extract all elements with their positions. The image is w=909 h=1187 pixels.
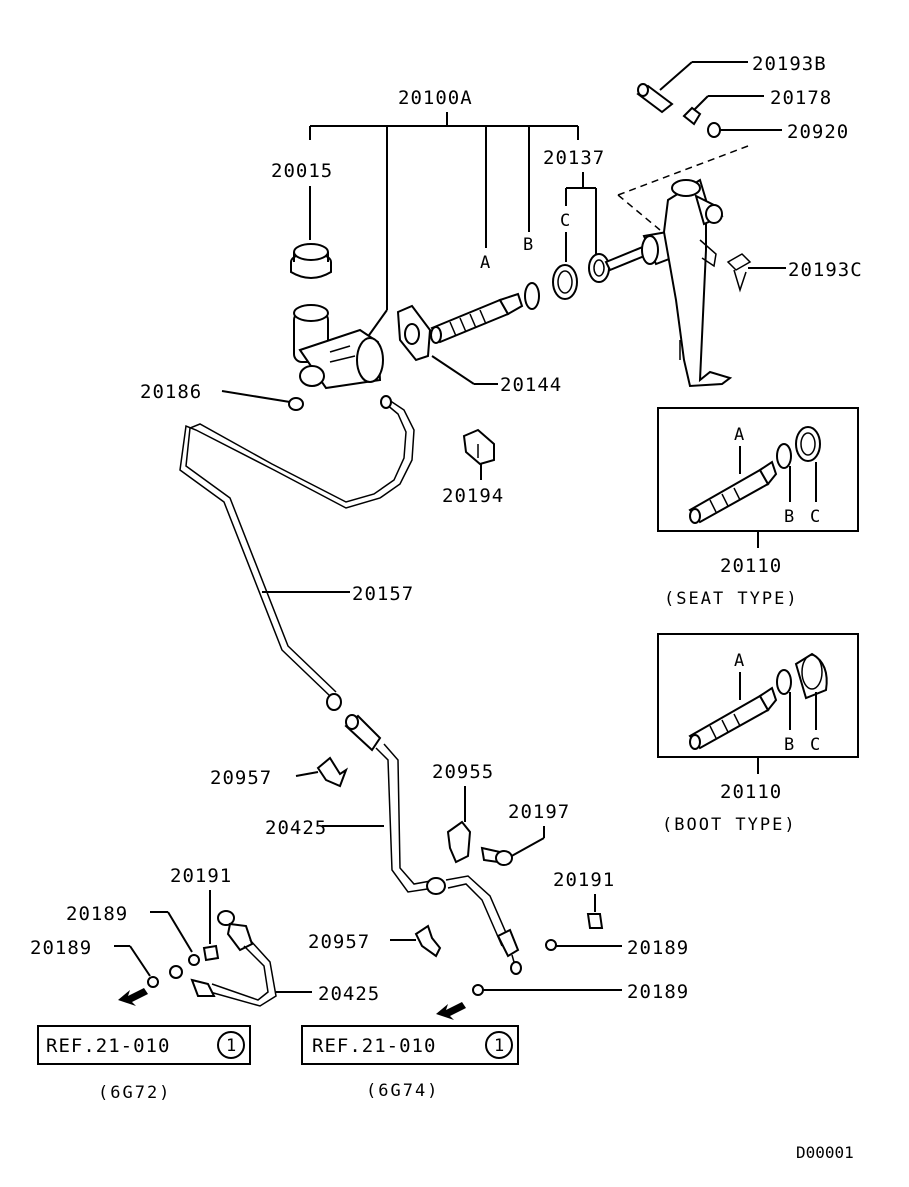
- seat-part-20110: 20110: [720, 555, 782, 577]
- ref-right-circle: 1: [494, 1036, 504, 1056]
- label-20189-right-top: 20189: [627, 937, 689, 959]
- boot-letter-C: C: [810, 735, 820, 755]
- push-rod-boot-A: A: [430, 253, 524, 344]
- hose-20425-lower: 20425: [169, 910, 380, 1007]
- pin-20193B: 20193B: [636, 53, 827, 114]
- label-20197: 20197: [508, 801, 570, 823]
- ref-left-text: REF.21-010: [46, 1035, 170, 1057]
- label-20193C: 20193C: [788, 259, 863, 281]
- label-20425-upper: 20425: [265, 817, 327, 839]
- label-20189-left-upper: 20189: [66, 903, 128, 925]
- letter-A: A: [480, 253, 490, 273]
- ref-right-text: REF.21-010: [312, 1035, 436, 1057]
- bleeder-20191-left: 20191: [170, 865, 232, 962]
- bushing-20178: 20178: [682, 87, 832, 126]
- clip-20957-upper: 20957: [210, 756, 349, 789]
- label-20920: 20920: [787, 121, 849, 143]
- seat-letter-A: A: [734, 425, 744, 445]
- cap-20189-right-top: 20189: [545, 937, 689, 959]
- cap-20189-left-lower: 20189: [30, 937, 159, 988]
- seat-letter-B: B: [784, 507, 794, 527]
- clutch-pedal: [617, 145, 749, 388]
- boot-letter-B: B: [784, 735, 794, 755]
- clip-B: B: [523, 235, 540, 310]
- label-20186: 20186: [140, 381, 202, 403]
- reservoir-cap-20015: 20015: [271, 160, 333, 279]
- engine-6G72: (6G72): [98, 1083, 171, 1103]
- label-20157: 20157: [352, 583, 414, 605]
- bleeder-20191-right: 20191: [553, 869, 615, 929]
- label-20957-lower: 20957: [308, 931, 370, 953]
- clip-20957-lower: 20957: [308, 924, 442, 958]
- washer-20920: 20920: [707, 121, 849, 143]
- boot-letter-A: A: [734, 651, 744, 671]
- boot-part-20110: 20110: [720, 781, 782, 803]
- clip-20194: 20194: [442, 428, 504, 507]
- label-20191-left: 20191: [170, 865, 232, 887]
- label-20015: 20015: [271, 160, 333, 182]
- label-20189-right-bottom: 20189: [627, 981, 689, 1003]
- label-20957-upper: 20957: [210, 767, 272, 789]
- engine-6G74: (6G74): [366, 1081, 439, 1101]
- ref-box-left: REF.21-010 1 (6G72): [37, 1025, 251, 1103]
- clutch-pipe-20157: 20157: [179, 395, 415, 711]
- letter-B: B: [523, 235, 533, 255]
- boot-caption: (BOOT TYPE): [662, 815, 797, 835]
- label-20100A: 20100A: [398, 87, 473, 109]
- bracket-20955: 20955: [432, 761, 494, 864]
- seat-caption: (SEAT TYPE): [664, 589, 799, 609]
- label-20425-lower: 20425: [318, 983, 380, 1005]
- ref-box-right: REF.21-010 1 (6G74): [301, 1025, 519, 1101]
- label-20178: 20178: [770, 87, 832, 109]
- cap-20189-left-upper: 20189: [66, 903, 200, 966]
- assembly-20100A-bracket: 20100A: [309, 87, 579, 346]
- master-cylinder-body: [293, 304, 384, 390]
- label-20144: 20144: [500, 374, 562, 396]
- seat-letter-C: C: [810, 507, 820, 527]
- clip-20193C: 20193C: [726, 253, 863, 293]
- label-20193B: 20193B: [752, 53, 827, 75]
- gasket-20144: 20144: [396, 304, 562, 396]
- arrow-left-icon: [118, 988, 148, 1006]
- boot-type-box: A B C 20110 (BOOT TYPE): [657, 633, 859, 835]
- letter-C: C: [560, 211, 570, 231]
- seat-type-box: A B C 20110 (SEAT TYPE): [657, 407, 859, 609]
- drawing-code: D00001: [796, 1143, 854, 1162]
- label-20955: 20955: [432, 761, 494, 783]
- label-20194: 20194: [442, 485, 504, 507]
- label-20189-left-lower: 20189: [30, 937, 92, 959]
- fitting-20186: 20186: [140, 381, 304, 411]
- hose-20425-upper: 20425: [265, 714, 522, 975]
- assembly-20137: 20137 C: [543, 147, 610, 300]
- cap-20189-right-bottom: 20189: [472, 981, 689, 1003]
- arrow-right-icon: [436, 1002, 466, 1020]
- label-20191-right: 20191: [553, 869, 615, 891]
- bolt-20197: 20197: [480, 801, 570, 866]
- label-20137: 20137: [543, 147, 605, 169]
- ref-left-circle: 1: [226, 1036, 236, 1056]
